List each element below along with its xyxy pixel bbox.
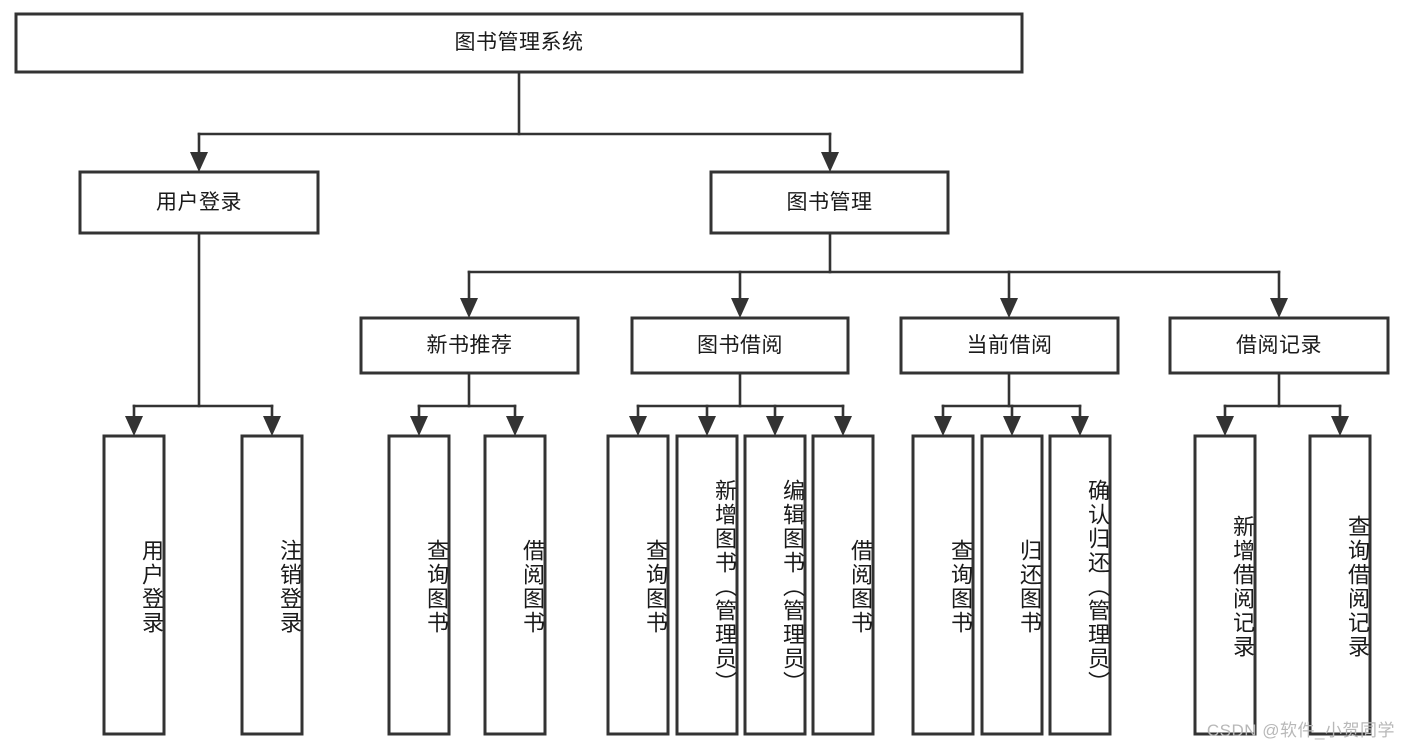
node-box-leaf-query-book-borrow[interactable] (606, 434, 670, 736)
node-box-leaf-query-borrow-record[interactable] (1308, 434, 1372, 736)
node-box-book-borrow[interactable] (630, 316, 850, 375)
conn-record-c1-arrowhead-icon (1216, 416, 1234, 436)
node-box-borrow-record[interactable] (1168, 316, 1390, 375)
node-box-root[interactable] (14, 12, 1024, 74)
node-box-new-book-recommend[interactable] (359, 316, 580, 375)
node-box-leaf-borrow-book[interactable] (811, 434, 875, 736)
node-box-leaf-query-book-current[interactable] (911, 434, 975, 736)
conn-borrow-c3-arrowhead-icon (766, 416, 784, 436)
conn-root-to-user-login-arrowhead-icon (190, 152, 208, 172)
conn-record-c2-arrowhead-icon (1331, 416, 1349, 436)
conn-book-mgmt-c3-arrowhead-icon (1000, 298, 1018, 318)
node-box-leaf-confirm-return-admin[interactable] (1048, 434, 1112, 736)
conn-root-to-book-management-arrowhead-icon (821, 152, 839, 172)
node-box-leaf-logout[interactable] (240, 434, 304, 736)
node-box-leaf-user-login[interactable] (102, 434, 166, 736)
node-box-layer (14, 12, 1390, 736)
conn-current-c2-arrowhead-icon (1003, 416, 1021, 436)
conn-user-login-c1-arrowhead-icon (125, 416, 143, 436)
conn-book-mgmt-c1-arrowhead-icon (460, 298, 478, 318)
node-box-leaf-edit-book-admin[interactable] (743, 434, 807, 736)
conn-book-mgmt-c2-arrowhead-icon (731, 298, 749, 318)
conn-borrow-c2-arrowhead-icon (698, 416, 716, 436)
conn-user-login-c2-arrowhead-icon (263, 416, 281, 436)
conn-borrow-c4-arrowhead-icon (834, 416, 852, 436)
node-box-leaf-borrow-book-recommend[interactable] (483, 434, 547, 736)
node-box-leaf-query-book-recommend[interactable] (387, 434, 451, 736)
node-box-user-login[interactable] (78, 170, 320, 235)
conn-recommend-c1-arrowhead-icon (410, 416, 428, 436)
conn-borrow-c1-arrowhead-icon (629, 416, 647, 436)
node-box-book-management[interactable] (709, 170, 950, 235)
node-box-current-borrow[interactable] (899, 316, 1120, 375)
conn-recommend-c2-arrowhead-icon (506, 416, 524, 436)
conn-book-mgmt-c4-arrowhead-icon (1270, 298, 1288, 318)
conn-current-c1-arrowhead-icon (934, 416, 952, 436)
node-box-leaf-add-borrow-record[interactable] (1193, 434, 1257, 736)
connector-layer (125, 70, 1349, 436)
conn-current-c3-arrowhead-icon (1071, 416, 1089, 436)
csdn-watermark: CSDN @软件_小贺同学 (1206, 721, 1395, 740)
node-box-leaf-add-book-admin[interactable] (675, 434, 739, 736)
node-box-leaf-return-book[interactable] (980, 434, 1044, 736)
